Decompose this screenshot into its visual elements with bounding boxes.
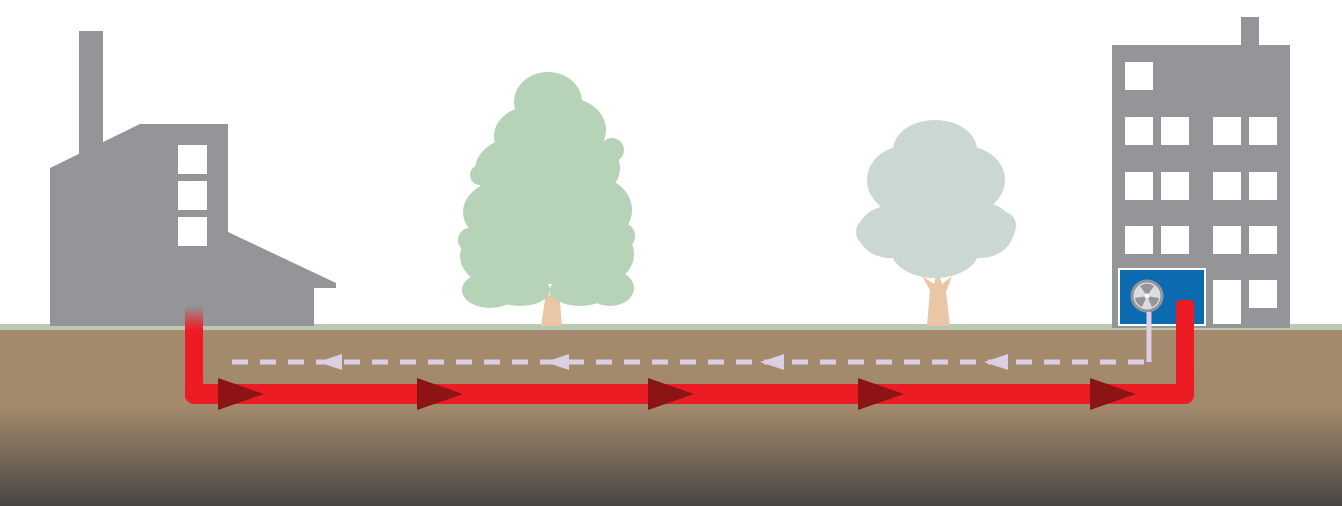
building-window <box>1213 280 1241 324</box>
return-pipe <box>224 312 1152 370</box>
heat-plant <box>50 31 336 326</box>
heat-exchanger-icon <box>1130 279 1164 313</box>
building-window <box>1213 117 1241 145</box>
building-window <box>1125 62 1153 90</box>
chimney <box>79 31 103 161</box>
tree-canopy <box>856 120 1016 278</box>
building-window <box>1249 226 1277 254</box>
supply-flow-arrow <box>218 378 264 410</box>
factory-window <box>178 181 207 210</box>
building-window <box>1213 226 1241 254</box>
return-flow-arrow <box>760 354 784 370</box>
supply-flow-arrow <box>648 378 694 410</box>
factory-window <box>178 145 207 174</box>
supply-flow-arrow <box>858 378 904 410</box>
return-flow-arrow <box>545 354 569 370</box>
ground <box>0 328 1342 506</box>
supply-pipe <box>185 300 1194 410</box>
building-window <box>1249 280 1277 308</box>
building-window <box>1249 117 1277 145</box>
return-flow-arrow <box>984 354 1008 370</box>
round-tree <box>856 120 1016 326</box>
supply-flow-arrow <box>1090 378 1136 410</box>
building-window <box>1161 172 1189 200</box>
building-window <box>1125 117 1153 145</box>
supply-flow-arrow <box>417 378 463 410</box>
building-window <box>1125 226 1153 254</box>
building-window <box>1249 172 1277 200</box>
factory-window <box>178 217 207 246</box>
deciduous-tree <box>458 72 635 326</box>
consumer-building <box>1112 17 1290 328</box>
grass-strip <box>0 324 1342 330</box>
building-window <box>1213 172 1241 200</box>
building-window <box>1161 226 1189 254</box>
roof-chimney <box>1241 17 1259 49</box>
return-flow-arrow <box>318 354 342 370</box>
building-window <box>1125 172 1153 200</box>
building-window <box>1161 117 1189 145</box>
tree-trunk <box>922 270 952 326</box>
tree-canopy <box>458 72 635 308</box>
